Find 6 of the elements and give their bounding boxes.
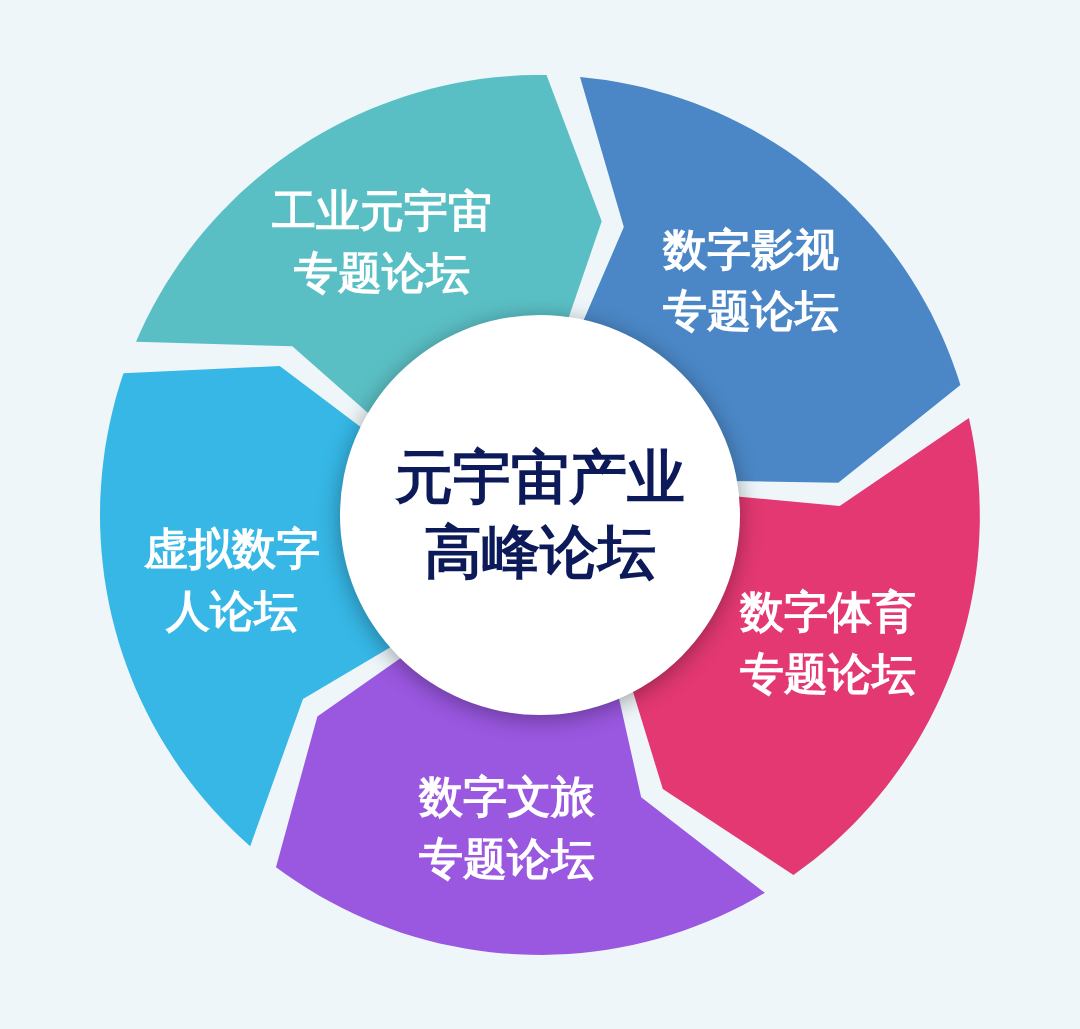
segment-label: 虚拟数字人论坛 — [142, 522, 321, 639]
segment-label: 工业元宇宙专题论坛 — [271, 184, 494, 301]
center-title: 元宇宙产业高峰论坛 — [395, 441, 685, 588]
segment-label: 数字影视专题论坛 — [661, 223, 840, 339]
segment-label: 数字文旅专题论坛 — [417, 770, 597, 887]
segment-label: 数字体育专题论坛 — [738, 585, 917, 702]
